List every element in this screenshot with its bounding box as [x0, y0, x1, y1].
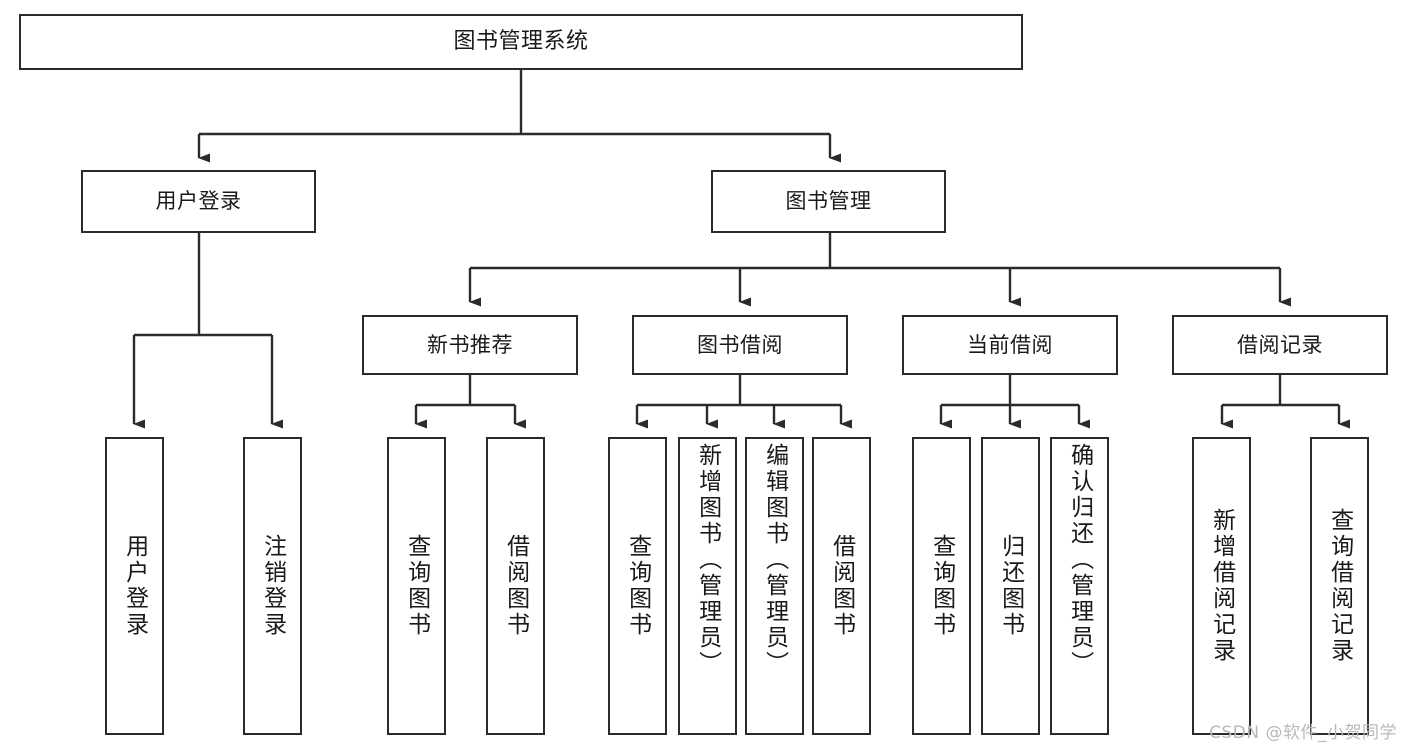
node-label: 确认归还（管理员） [1066, 443, 1093, 677]
node-current-borrow[interactable]: 当前借阅 [902, 315, 1118, 375]
node-leaf-query-borrow-record[interactable]: 查询借阅记录 [1310, 437, 1369, 735]
node-label: 归还图书 [997, 534, 1024, 638]
node-label: 查询图书 [624, 534, 651, 638]
node-label: 借阅记录 [1237, 332, 1323, 357]
node-leaf-query-book-current[interactable]: 查询图书 [912, 437, 971, 735]
node-label: 注销登录 [259, 534, 286, 638]
node-book-management[interactable]: 图书管理 [711, 170, 946, 233]
node-label: 查询图书 [928, 534, 955, 638]
node-label: 当前借阅 [967, 332, 1053, 357]
node-label: 查询借阅记录 [1326, 508, 1353, 664]
node-label: 新书推荐 [427, 332, 513, 357]
node-leaf-add-borrow-record[interactable]: 新增借阅记录 [1192, 437, 1251, 735]
node-new-book-recommend[interactable]: 新书推荐 [362, 315, 578, 375]
node-root-system[interactable]: 图书管理系统 [19, 14, 1023, 70]
node-leaf-query-book-borrow[interactable]: 查询图书 [608, 437, 667, 735]
node-leaf-edit-book-admin[interactable]: 编辑图书（管理员） [745, 437, 804, 735]
node-leaf-query-book-recommend[interactable]: 查询图书 [387, 437, 446, 735]
node-leaf-return-book[interactable]: 归还图书 [981, 437, 1040, 735]
node-leaf-confirm-return-admin[interactable]: 确认归还（管理员） [1050, 437, 1109, 735]
node-leaf-user-login[interactable]: 用户登录 [105, 437, 164, 735]
node-label: 查询图书 [403, 534, 430, 638]
node-label: 用户登录 [121, 534, 148, 638]
node-label: 图书管理 [785, 189, 872, 214]
node-label: 借阅图书 [502, 534, 529, 638]
node-leaf-add-book-admin[interactable]: 新增图书（管理员） [678, 437, 737, 735]
node-label: 借阅图书 [828, 534, 855, 638]
node-label: 图书管理系统 [453, 29, 589, 55]
node-label: 新增图书（管理员） [694, 443, 721, 677]
node-label: 编辑图书（管理员） [761, 443, 788, 677]
node-label: 图书借阅 [697, 332, 783, 357]
node-leaf-borrow-book-recommend[interactable]: 借阅图书 [486, 437, 545, 735]
watermark-text: CSDN @软件_小贺同学 [1209, 723, 1397, 743]
node-label: 新增借阅记录 [1208, 508, 1235, 664]
node-user-login[interactable]: 用户登录 [81, 170, 316, 233]
node-borrow-record[interactable]: 借阅记录 [1172, 315, 1388, 375]
node-leaf-logout[interactable]: 注销登录 [243, 437, 302, 735]
node-book-borrow[interactable]: 图书借阅 [632, 315, 848, 375]
node-label: 用户登录 [155, 189, 242, 214]
node-leaf-borrow-book[interactable]: 借阅图书 [812, 437, 871, 735]
